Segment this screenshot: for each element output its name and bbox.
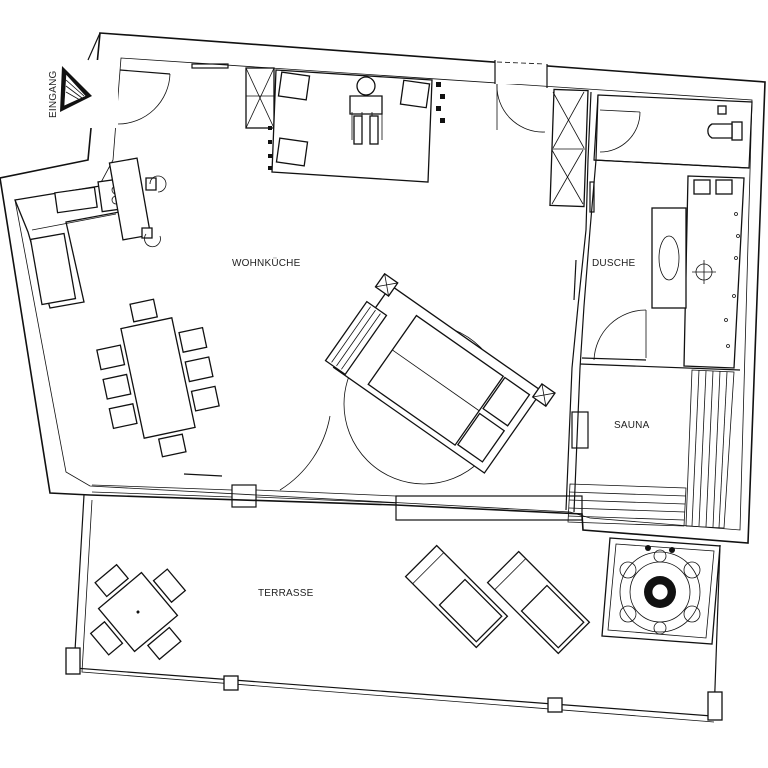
terrace-table (89, 563, 187, 661)
label-terrace: TERRASSE (258, 588, 314, 599)
kitchen-bar (108, 157, 152, 241)
label-shower: DUSCHE (592, 258, 636, 269)
sauna-bench-strips (567, 369, 735, 529)
person-icon (349, 76, 383, 145)
doors (117, 69, 647, 491)
bed (324, 272, 556, 485)
sun-lounger-2 (486, 550, 591, 655)
hot-tub-icon (601, 537, 721, 645)
wardrobe-right (549, 88, 589, 208)
interior-walls (565, 91, 753, 529)
kitchen (14, 157, 167, 309)
label-living-kitchen: WOHNKÜCHE (232, 257, 301, 269)
desk-area (268, 69, 445, 183)
label-sauna: SAUNA (614, 420, 650, 431)
dining-table (96, 298, 220, 458)
terrace (65, 494, 723, 723)
shower-area (573, 175, 745, 369)
toilet-icon (707, 105, 743, 141)
entrance-label: EINGANG (48, 70, 59, 118)
wardrobe-left (245, 67, 275, 129)
windows (91, 63, 583, 521)
entrance: EINGANG (48, 66, 92, 118)
sun-lounger-1 (404, 544, 509, 649)
shower-drain-icon (692, 260, 716, 284)
